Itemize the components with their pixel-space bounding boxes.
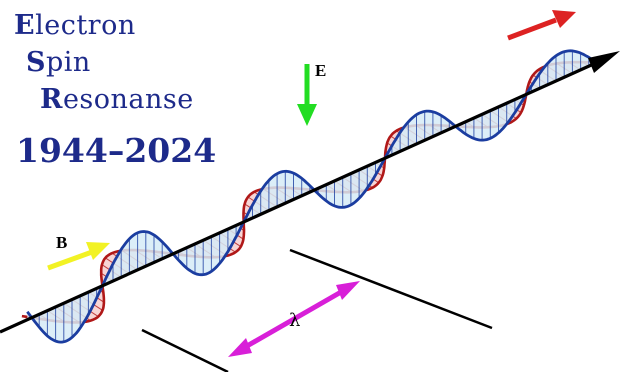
title-line-electron: Electron	[14, 12, 136, 39]
title-rest-resonanse: esonanse	[62, 84, 194, 115]
magnetic-field-arrow-icon	[47, 242, 110, 271]
title-initial-r: R	[40, 84, 63, 115]
magnetic-field-label: B	[56, 233, 68, 252]
wavelength-label: λ	[289, 310, 301, 331]
title-initial-e: E	[14, 10, 36, 41]
wavelength-double-arrow-icon	[228, 281, 360, 357]
wavelength-reference-line-right	[289, 248, 493, 330]
propagation-axis	[0, 60, 599, 334]
propagation-direction-arrow-icon	[507, 10, 576, 41]
electric-field-arrow-icon	[297, 64, 317, 126]
title-line-spin: Spin	[26, 49, 91, 76]
title-rest-spin: pin	[46, 47, 91, 78]
wavelength-reference-line-left	[141, 328, 229, 372]
electric-field-curve	[26, 49, 594, 344]
title-rest-electron: lectron	[35, 10, 136, 41]
propagation-axis-arrowhead-icon	[588, 51, 620, 73]
electric-field-wave	[26, 49, 594, 344]
years-range: 1944–2024	[16, 131, 217, 170]
electric-field-label: E	[315, 61, 327, 80]
title-initial-s: S	[26, 47, 46, 78]
title-line-resonanse: Resonanse	[40, 86, 194, 113]
